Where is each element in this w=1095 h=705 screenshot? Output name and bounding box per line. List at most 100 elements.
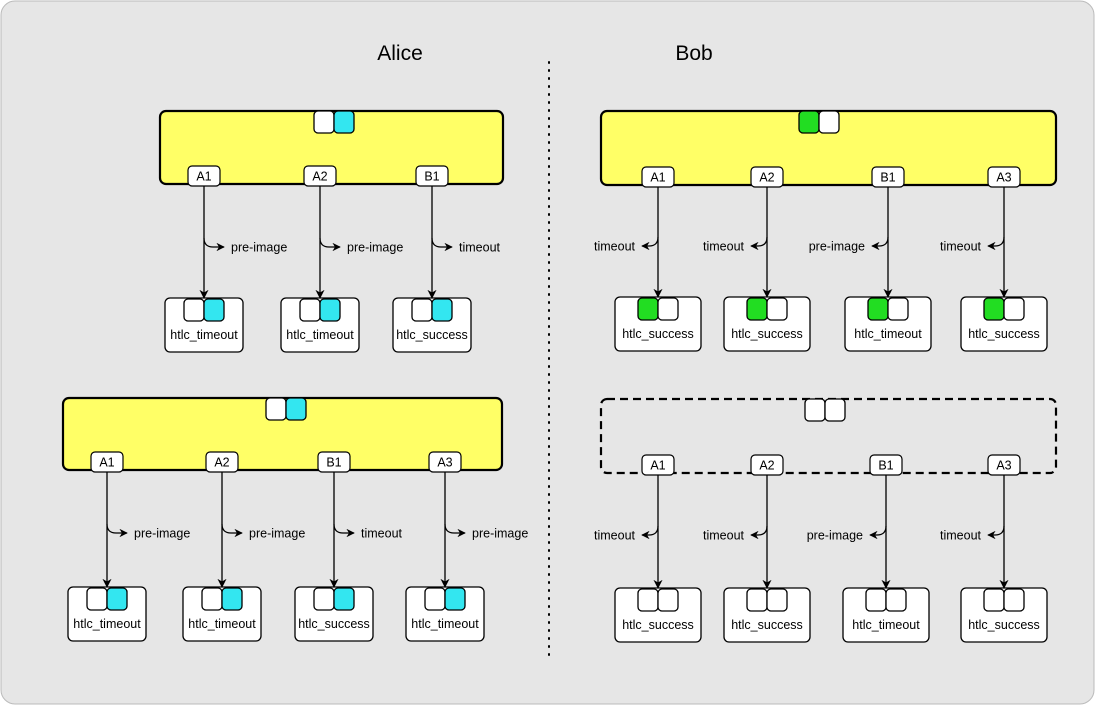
spending-tx-key-right xyxy=(887,297,909,321)
spending-tx-key-right xyxy=(657,588,679,612)
bob-tx-2: A1timeouthtlc_successA2timeouthtlc_succe… xyxy=(594,397,1058,643)
spending-tx: htlc_timeout xyxy=(842,587,930,643)
spending-tx: htlc_success xyxy=(614,296,702,352)
commitment-key-right xyxy=(333,110,355,134)
output-label: A2 xyxy=(759,171,774,185)
spending-tx: htlc_success xyxy=(960,587,1048,643)
condition-label: pre-image xyxy=(472,527,528,541)
spending-tx-key-right xyxy=(657,297,679,321)
spending-tx-key-left xyxy=(637,297,659,321)
alice-heading: Alice xyxy=(377,42,423,65)
condition-arrow xyxy=(203,237,225,252)
commitment-key-right xyxy=(285,397,307,421)
spending-tx-label: htlc_timeout xyxy=(188,617,256,631)
condition-arrow xyxy=(869,525,887,540)
spending-tx-key-left xyxy=(983,588,1005,612)
spending-tx-key-left xyxy=(86,587,108,611)
alice-tx-2: A1pre-imagehtlc_timeoutA2pre-imagehtlc_t… xyxy=(61,396,528,642)
spending-tx: htlc_success xyxy=(723,587,811,643)
alice-tx-1: A1pre-imagehtlc_timeoutA2pre-imagehtlc_t… xyxy=(158,109,505,353)
spending-tx-box xyxy=(844,296,932,352)
spending-tx-key-right xyxy=(444,587,466,611)
spending-tx-key-right xyxy=(766,588,788,612)
condition-arrow xyxy=(319,237,341,252)
output-label: B1 xyxy=(424,170,439,184)
spending-tx-label: htlc_success xyxy=(298,617,370,631)
output-a1: A1 timeout htlc_success xyxy=(594,454,702,643)
spending-tx-box xyxy=(614,296,702,352)
spending-tx: htlc_success xyxy=(392,297,472,353)
spending-tx-key-right xyxy=(431,298,453,322)
condition-label: timeout xyxy=(940,529,982,543)
spending-tx-label: htlc_timeout xyxy=(73,617,141,631)
spending-tx-label: htlc_timeout xyxy=(170,328,238,342)
condition-label: timeout xyxy=(594,529,636,543)
spending-tx: htlc_timeout xyxy=(164,297,244,353)
spending-tx-label: htlc_success xyxy=(731,618,803,632)
condition-label: timeout xyxy=(703,240,745,254)
spending-tx-key-left xyxy=(865,588,887,612)
condition-label: timeout xyxy=(361,527,403,541)
commitment-key-left xyxy=(798,110,820,134)
spending-tx-label: htlc_timeout xyxy=(286,328,354,342)
spending-tx-label: htlc_success xyxy=(968,327,1040,341)
output-a2: A2 pre-image htlc_timeout xyxy=(280,165,403,353)
condition-arrow xyxy=(750,236,768,251)
condition-label: pre-image xyxy=(347,241,403,255)
output-label: A3 xyxy=(996,171,1011,185)
spending-tx-label: htlc_timeout xyxy=(852,618,920,632)
condition-label: pre-image xyxy=(249,527,305,541)
condition-arrow xyxy=(221,523,243,538)
spending-tx-key-left xyxy=(867,297,889,321)
spending-tx-box xyxy=(614,587,702,643)
spending-tx-label: htlc_success xyxy=(396,328,468,342)
spending-tx-key-left xyxy=(411,298,433,322)
commitment-key-left xyxy=(804,398,826,422)
condition-label: timeout xyxy=(940,240,982,254)
spending-tx-key-right xyxy=(221,587,243,611)
commitment-key-left xyxy=(313,110,335,134)
spending-tx-label: htlc_success xyxy=(968,618,1040,632)
output-a2: A2 timeout htlc_success xyxy=(703,166,811,352)
condition-arrow xyxy=(106,523,128,538)
spending-tx-key-right xyxy=(885,588,907,612)
condition-label: pre-image xyxy=(809,240,865,254)
condition-label: timeout xyxy=(594,240,636,254)
spending-tx-key-right xyxy=(1003,588,1025,612)
output-label: A1 xyxy=(650,459,665,473)
output-label: B1 xyxy=(878,459,893,473)
output-label: A2 xyxy=(759,459,774,473)
condition-label: pre-image xyxy=(231,241,287,255)
spending-tx-key-right xyxy=(1003,297,1025,321)
spending-tx: htlc_timeout xyxy=(182,586,262,642)
condition-label: pre-image xyxy=(807,529,863,543)
spending-tx-key-left xyxy=(746,588,768,612)
spending-tx-label: htlc_success xyxy=(622,327,694,341)
spending-tx: htlc_timeout xyxy=(67,586,147,642)
spending-tx-box xyxy=(842,587,930,643)
condition-label: pre-image xyxy=(134,527,190,541)
spending-tx-box xyxy=(960,587,1048,643)
output-label: A2 xyxy=(312,170,327,184)
spending-tx-key-left xyxy=(299,298,321,322)
spending-tx: htlc_success xyxy=(614,587,702,643)
spending-tx-box xyxy=(723,296,811,352)
condition-arrow xyxy=(750,525,768,540)
spending-tx-key-left xyxy=(183,298,205,322)
condition-arrow xyxy=(987,236,1005,251)
output-label: B1 xyxy=(326,456,341,470)
spending-tx-key-left xyxy=(637,588,659,612)
spending-tx: htlc_success xyxy=(723,296,811,352)
output-b1: B1 timeout htlc_success xyxy=(294,451,403,642)
condition-arrow xyxy=(987,525,1005,540)
spending-tx: htlc_timeout xyxy=(844,296,932,352)
